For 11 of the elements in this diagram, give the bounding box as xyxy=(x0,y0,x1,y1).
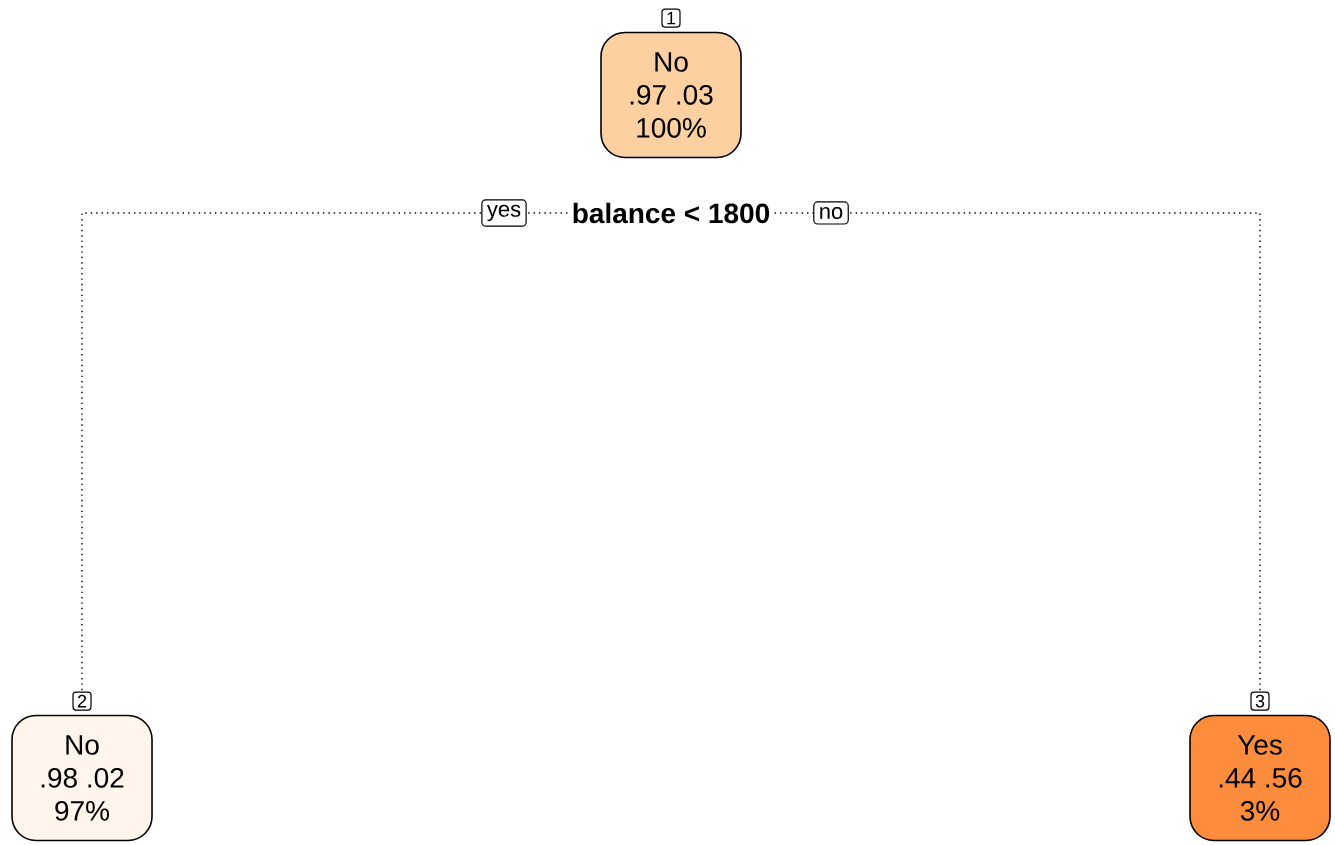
split-label: balance < 1800 xyxy=(567,198,775,228)
connector-line xyxy=(81,212,569,693)
node-number: 2 xyxy=(72,691,92,711)
node-number: 3 xyxy=(1250,691,1270,711)
edge-label: no xyxy=(813,201,849,225)
node-number: 1 xyxy=(661,8,681,28)
connector-line xyxy=(773,212,1261,693)
node-box: Yes .44 .56 3% xyxy=(1189,714,1331,842)
edge-label: yes xyxy=(481,199,527,227)
node-box: No .97 .03 100% xyxy=(600,31,742,159)
node-box: No .98 .02 97% xyxy=(11,714,153,842)
